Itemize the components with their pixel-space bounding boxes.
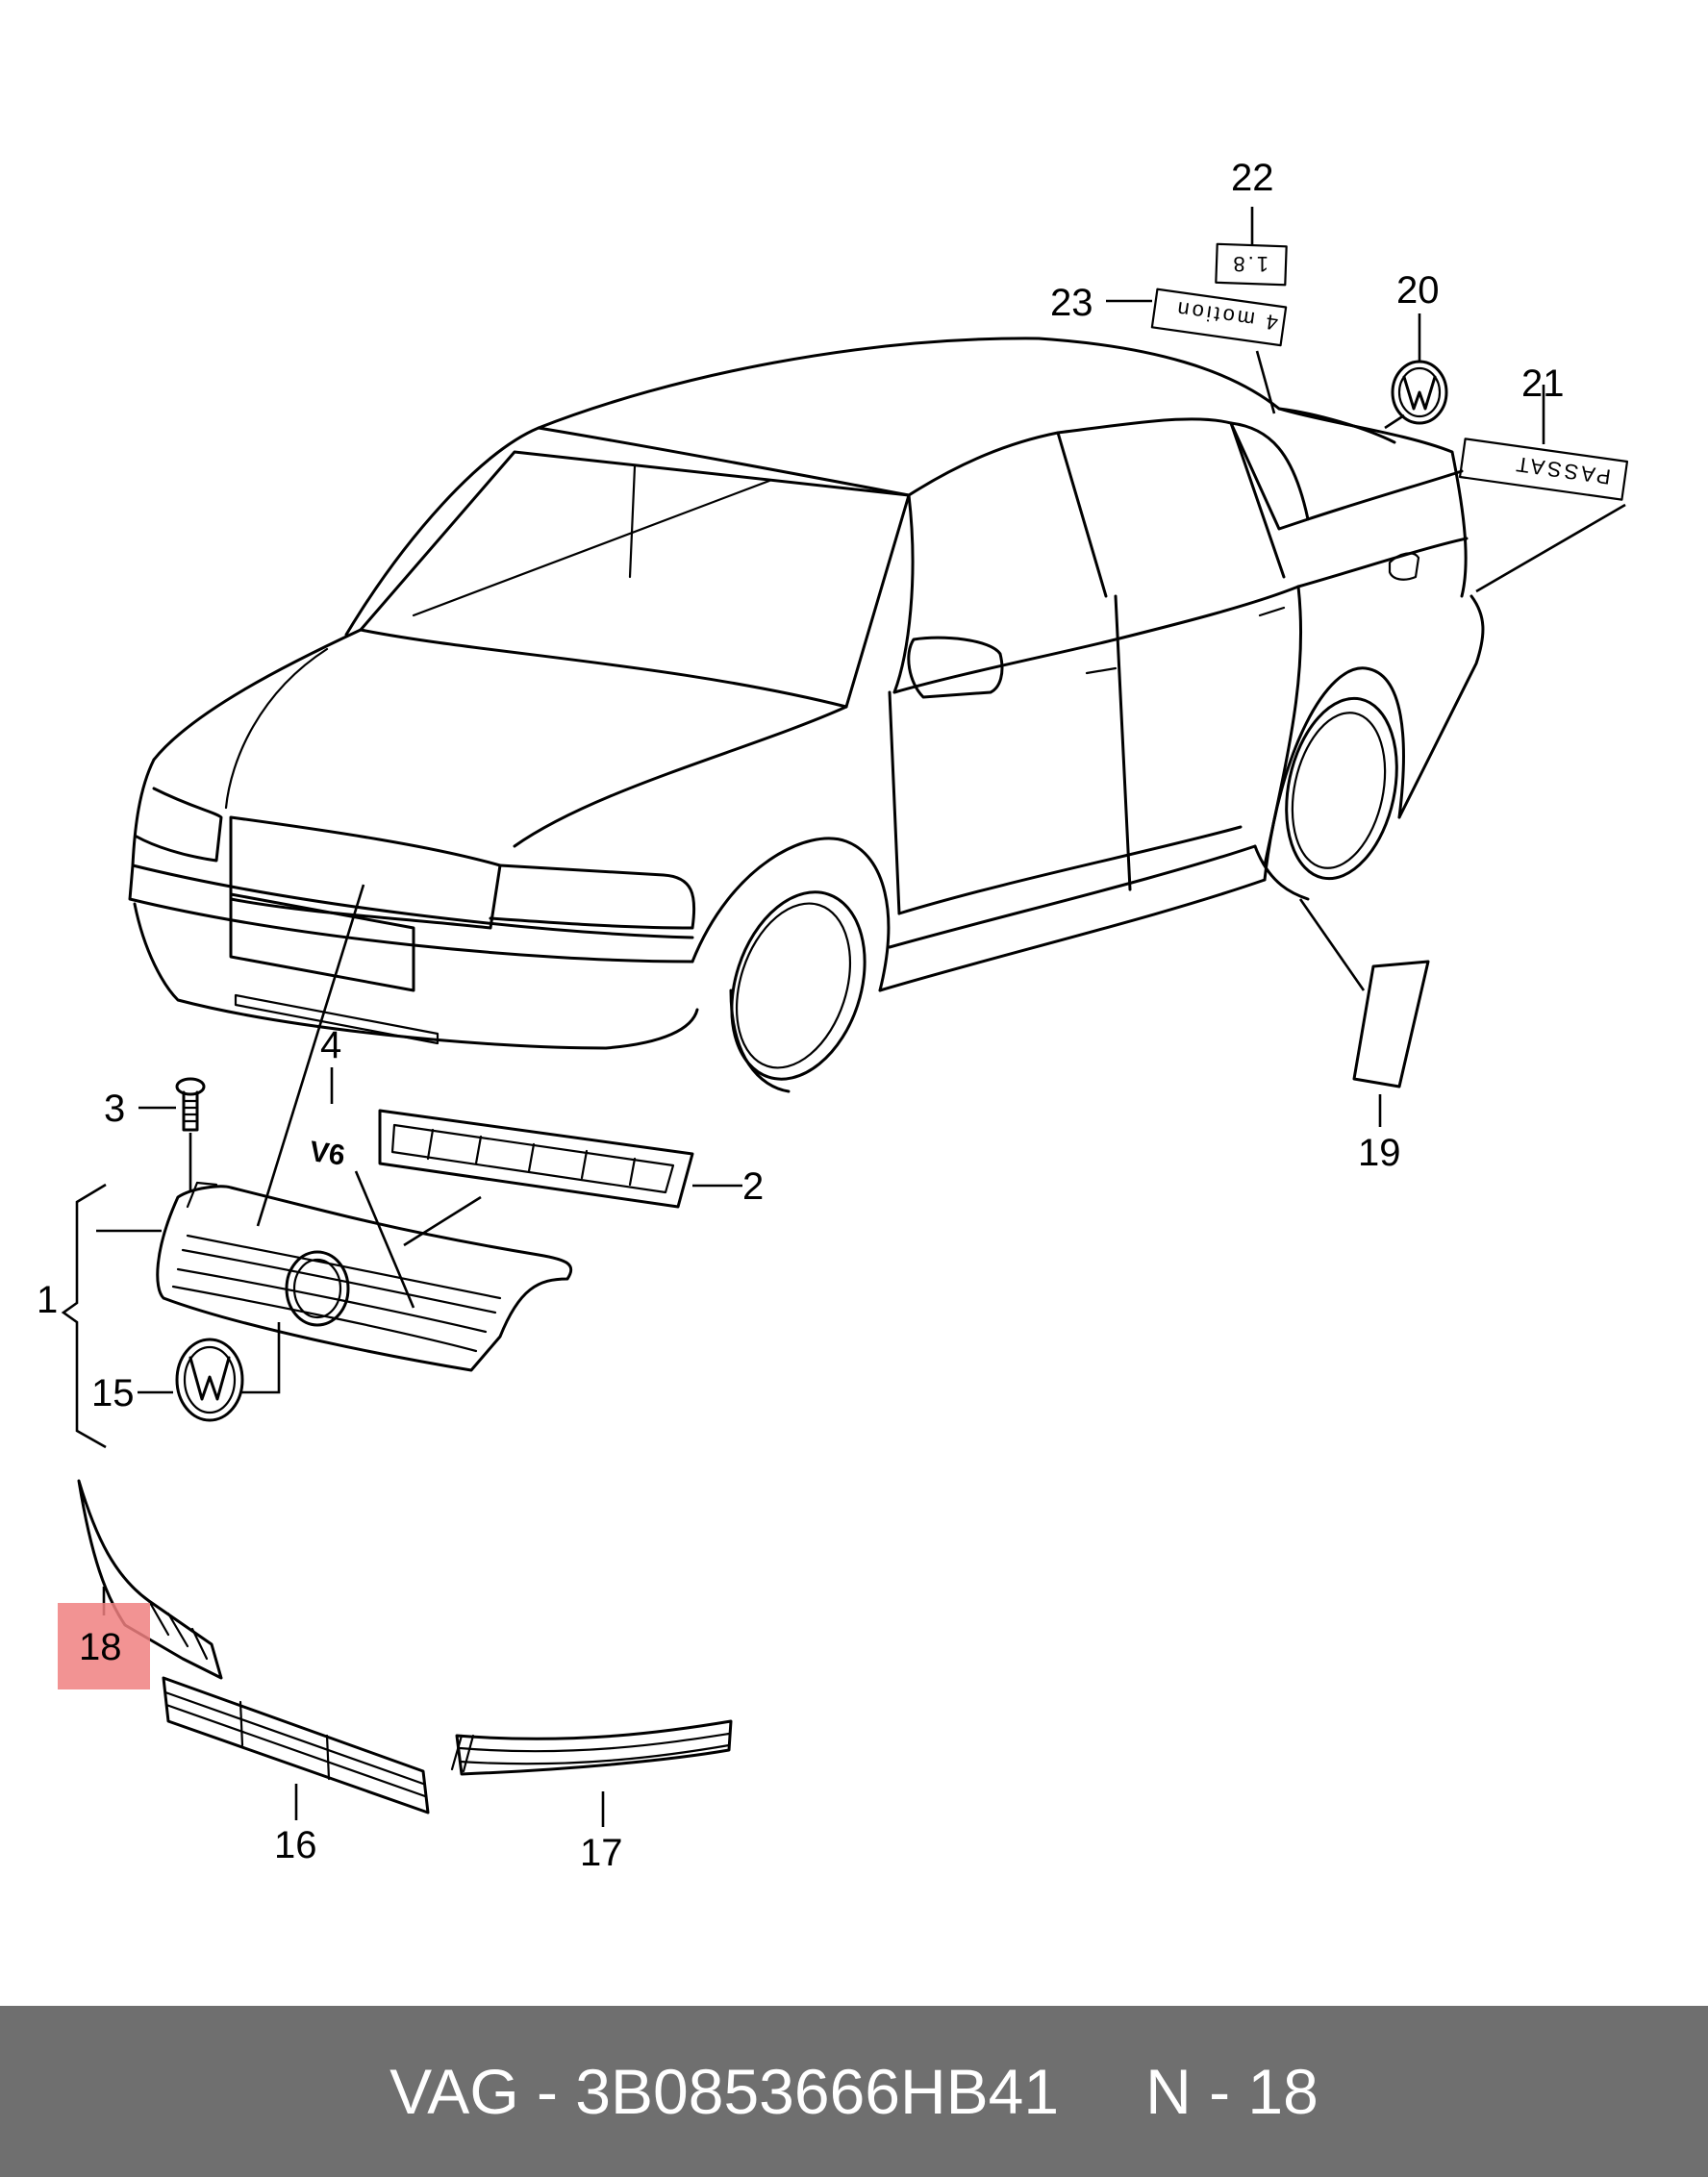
callout-4: 4 [320,1024,341,1066]
vw-front-emblem [175,1338,244,1422]
highlight-marker [58,1603,150,1689]
callout-1: 1 [37,1279,58,1321]
side-molding [1352,960,1430,1088]
callout-20: 20 [1396,269,1440,312]
callout-21: 21 [1521,363,1565,405]
callout-23: 23 [1050,282,1093,324]
engine-badge-text: 1.8 [1230,252,1268,276]
callout-18: 18 [79,1626,122,1668]
parts-diagram: V6 1.8 4 motion PASSAT [37,157,1629,1874]
leader-lines [61,207,1626,1827]
center-grille-strip-16 [162,1676,430,1814]
motion-badge-text: 4 motion [1173,297,1280,336]
right-grille-strip-17 [450,1719,733,1776]
upper-grille-insert [378,1109,694,1209]
callout-3: 3 [104,1088,125,1130]
v6-badge: V6 [308,1136,347,1172]
car-illustration [128,337,1485,1093]
callout-16: 16 [274,1824,317,1866]
callout-19: 19 [1358,1132,1401,1174]
part-number-label: VAG - 3B0853666HB41 [389,2056,1060,2127]
position-label: N - 18 [1145,2056,1319,2127]
callout-2: 2 [742,1165,764,1208]
v6-badge-text: V6 [308,1136,347,1172]
callout-22: 22 [1231,157,1274,199]
motion-badge-plate: 4 motion [1150,288,1288,347]
vw-rear-emblem [1391,360,1448,425]
callout-numbers: 22 23 20 21 19 3 4 2 1 15 18 16 17 [37,157,1565,1874]
grille-assembly [156,1181,573,1372]
left-grille-strip-18 [77,1479,223,1680]
engine-badge-plate: 1.8 [1215,242,1288,287]
callout-17: 17 [580,1832,623,1874]
callout-15: 15 [91,1372,135,1414]
bolt [175,1077,206,1132]
model-badge-plate: PASSAT [1458,438,1629,501]
footer-bar: VAG - 3B0853666HB41 N - 18 [0,2006,1708,2177]
